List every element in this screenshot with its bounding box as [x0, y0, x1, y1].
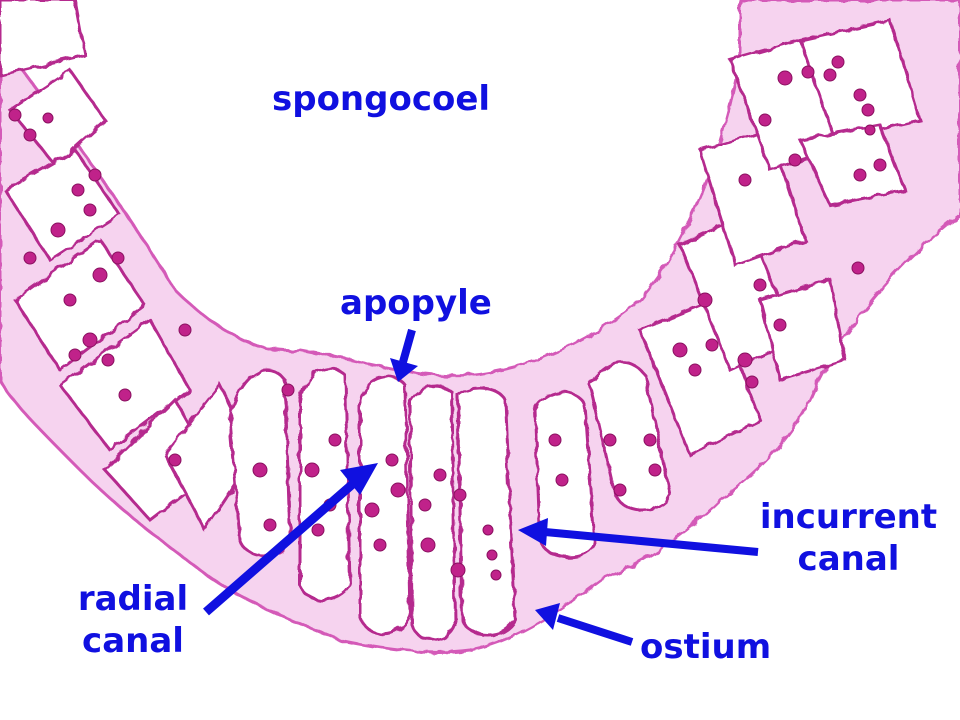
apopyle-arrow: [390, 328, 418, 382]
radial-canal-label: radial canal: [68, 578, 198, 662]
chamber-outlines: [0, 0, 922, 642]
incurrent-canal-label: incurrent canal: [746, 496, 951, 580]
ostium-text: ostium: [640, 627, 772, 667]
radial-canal-line2: canal: [82, 621, 184, 661]
annotation-arrows: [203, 328, 759, 646]
ostium-arrow: [535, 603, 634, 646]
cell-nuclei: [8, 55, 887, 581]
ostium-label: ostium: [640, 626, 771, 668]
radial-canal-line1: radial: [77, 579, 189, 619]
radial-canal-arrow: [203, 463, 378, 616]
spongocoel-text: spongocoel: [272, 79, 491, 119]
incurrent-canal-line2: canal: [797, 539, 900, 579]
apopyle-text: apopyle: [340, 283, 492, 323]
incurrent-canal-line1: incurrent: [759, 497, 938, 537]
spongocoel-label: spongocoel: [272, 78, 490, 120]
apopyle-label: apopyle: [340, 282, 492, 324]
incurrent-canal-arrow: [518, 518, 759, 556]
